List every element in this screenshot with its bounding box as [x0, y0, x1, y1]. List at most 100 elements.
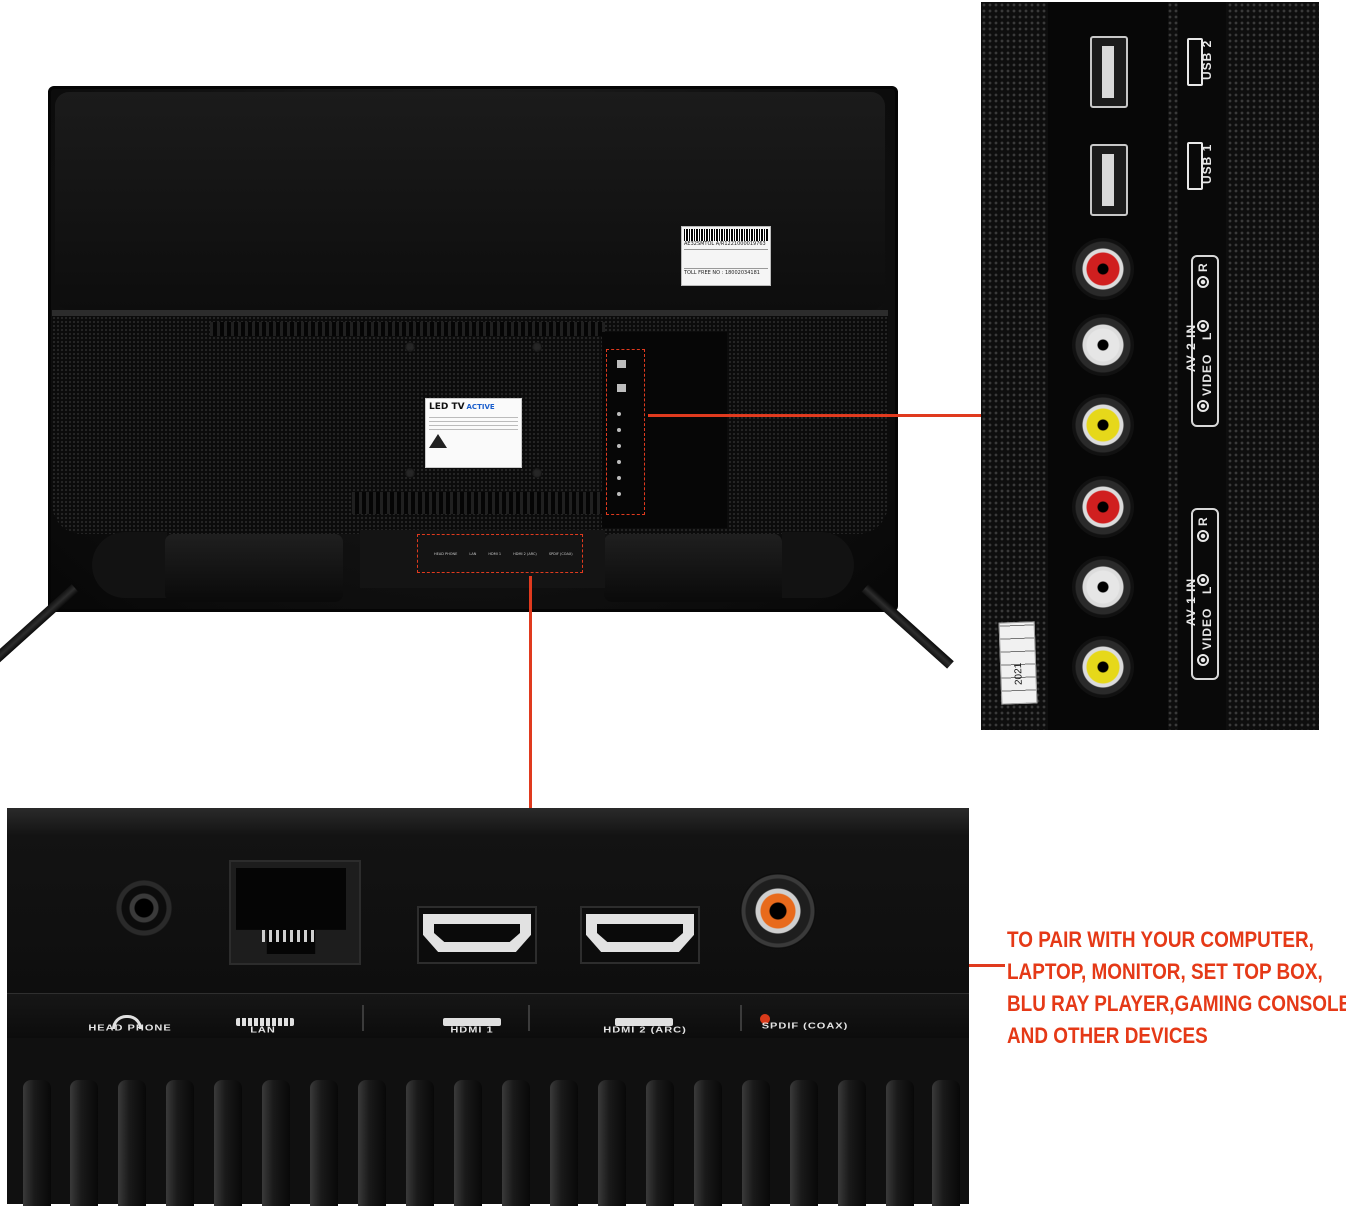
vesa-mount-screw: [532, 342, 542, 352]
usb-port-1: [1090, 144, 1128, 216]
tv-vent-top: [210, 322, 605, 336]
av2-video-label: VIDEO: [1200, 353, 1214, 396]
mini-label: HEAD PHONE: [434, 552, 458, 556]
cooling-fin: [310, 1080, 338, 1206]
rca-av2-right-red: [1072, 238, 1134, 300]
bottom-port-mini-labels: HEAD PHONE LAN HDMI 1 HDMI 2 (ARC) SPDIF…: [434, 552, 573, 556]
cooling-fin: [118, 1080, 146, 1206]
av1-video-label: VIDEO: [1200, 607, 1214, 650]
caption-line: BLU RAY PLAYER,GAMING CONSOLE: [1007, 991, 1346, 1016]
led-tv-label: LED TV ACTIVE: [425, 398, 522, 468]
led-label-brand: ACTIVE: [466, 403, 495, 411]
av1-label-frame: [1191, 508, 1219, 680]
lan-label: LAN: [250, 1025, 276, 1035]
hdmi-2-label: HDMI 2 (ARC): [603, 1025, 687, 1035]
av2-right-label: R: [1196, 262, 1210, 272]
av1-right-label: R: [1196, 516, 1210, 526]
mini-label: HDMI 2 (ARC): [513, 552, 537, 556]
hdmi-1-icon: [443, 1018, 501, 1026]
rca-av2-video-yellow: [1072, 394, 1134, 456]
ring-icon: [1197, 654, 1209, 666]
led-label-specs: [429, 416, 518, 430]
feature-caption: TO PAIR WITH YOUR COMPUTER, LAPTOP, MONI…: [1007, 924, 1346, 1052]
headphone-icon: [112, 1015, 142, 1029]
rca-av1-video-yellow: [1072, 636, 1134, 698]
stand-block-left: [165, 534, 343, 602]
ring-icon: [1197, 320, 1209, 332]
caption-line: TO PAIR WITH YOUR COMPUTER,: [1007, 927, 1314, 952]
callout-box-bottom-ports: [417, 534, 583, 573]
spdif-coax-jack: [740, 873, 816, 949]
rear-io-cooling-fins: [7, 1038, 969, 1204]
lan-port-pins: [262, 930, 317, 942]
spec-sticker-model: AE32SMTOL A/R1221000019763: [684, 241, 766, 247]
cooling-fin: [406, 1080, 434, 1206]
spec-table: [684, 249, 768, 269]
spdif-icon: [760, 1014, 770, 1024]
mini-rca-port: [617, 444, 621, 448]
caption-line: LAPTOP, MONITOR, SET TOP BOX,: [1007, 959, 1323, 984]
mini-usb-port: [617, 384, 626, 392]
callout-box-side-ports: [606, 349, 645, 515]
usb-1-label: USB 1: [1200, 143, 1214, 184]
cooling-fin: [550, 1080, 578, 1206]
cooling-fin: [23, 1080, 51, 1206]
hdmi-2-icon: [615, 1018, 673, 1026]
usb-icon: [1187, 142, 1203, 190]
cooling-fin: [598, 1080, 626, 1206]
stand-block-right: [604, 534, 782, 602]
ring-icon: [1197, 400, 1209, 412]
label-divider: [362, 1005, 364, 1031]
warning-icon: [429, 434, 447, 448]
bottom-port-strip: [360, 530, 605, 588]
lan-icon: [236, 1018, 294, 1026]
cooling-fin: [694, 1080, 722, 1206]
mini-label: HDMI 1: [488, 552, 502, 556]
spdif-label: SPDIF (COAX): [761, 1021, 849, 1031]
cooling-fin: [262, 1080, 290, 1206]
cooling-fin: [790, 1080, 818, 1206]
mini-label: LAN: [469, 552, 477, 556]
rear-io-label-bar: [7, 993, 969, 1039]
cooling-fin: [502, 1080, 530, 1206]
mini-label: SPDIF (COAX): [548, 552, 573, 556]
tv-leg-left: [0, 584, 79, 669]
label-divider: [528, 1005, 530, 1031]
date-sticker: 2021: [998, 621, 1038, 705]
label-divider: [740, 1005, 742, 1031]
av2-in-label: AV 2 IN: [1184, 323, 1198, 372]
vesa-mount-screw: [405, 468, 415, 478]
hdmi-2-port-contacts: [597, 924, 683, 942]
connector-line-side: [648, 414, 1038, 417]
cooling-fin: [358, 1080, 386, 1206]
barcode: [684, 229, 768, 241]
spec-sticker: AE32SMTOL A/R1221000019763 TOLL FREE NO …: [681, 226, 771, 286]
av2-label-frame: [1191, 255, 1219, 427]
cooling-fin: [742, 1080, 770, 1206]
vesa-mount-screw: [405, 342, 415, 352]
usb-icon: [1187, 38, 1203, 86]
av1-in-label: AV 1 IN: [1184, 577, 1198, 626]
caption-line: AND OTHER DEVICES: [1007, 1023, 1208, 1048]
ring-icon: [1197, 276, 1209, 288]
mini-rca-port: [617, 492, 621, 496]
cooling-fin: [214, 1080, 242, 1206]
cooling-fin: [932, 1080, 960, 1206]
mini-rca-port: [617, 476, 621, 480]
rca-av1-left-white: [1072, 556, 1134, 618]
usb-port-2: [1090, 36, 1128, 108]
hdmi-1-label: HDMI 1: [450, 1025, 494, 1035]
hdmi-1-port-contacts: [434, 924, 520, 942]
mini-usb-port: [617, 360, 626, 368]
mini-rca-port: [617, 460, 621, 464]
cooling-fin: [166, 1080, 194, 1206]
rca-av2-left-white: [1072, 314, 1134, 376]
tv-leg-right: [861, 584, 954, 669]
headphone-label: HEAD PHONE: [88, 1023, 172, 1033]
spec-sticker-toll-free: TOLL FREE NO : 18002034181: [684, 270, 760, 276]
cooling-fin: [838, 1080, 866, 1206]
tv-vent-bottom: [352, 492, 602, 514]
ring-icon: [1197, 574, 1209, 586]
stand-arm-right: [782, 532, 854, 598]
headphone-jack: [116, 880, 172, 936]
